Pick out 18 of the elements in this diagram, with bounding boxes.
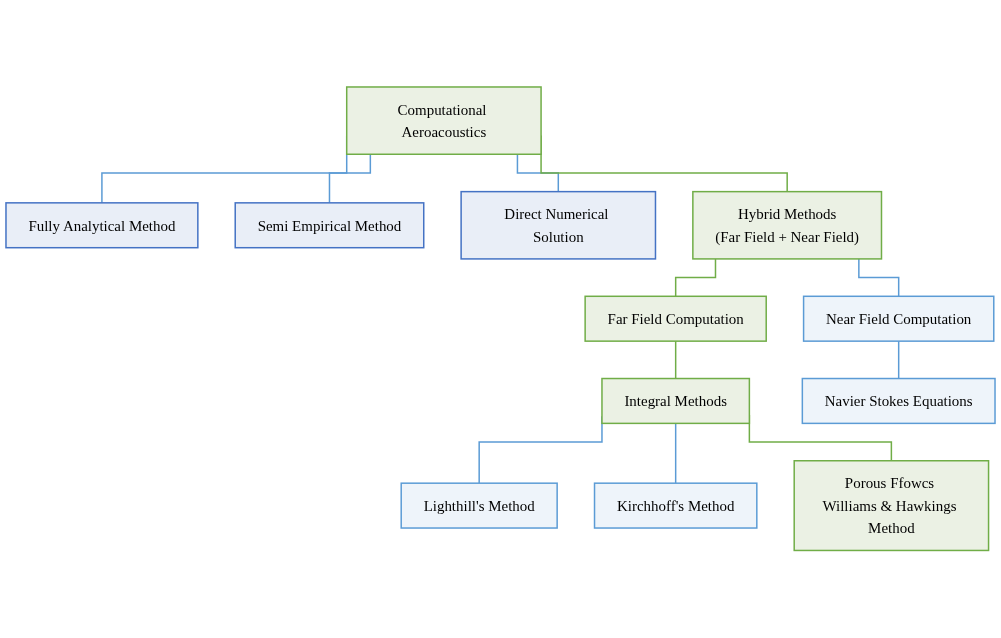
node-box: Integral Methods — [601, 378, 751, 425]
node-box: Navier Stokes Equations — [801, 378, 996, 425]
node-box: Near Field Computation — [802, 295, 995, 343]
connector — [674, 340, 677, 380]
connector — [674, 422, 677, 485]
node-box: Computational Aeroacoustics — [345, 86, 542, 156]
node-box: Fully Analytical Method — [5, 202, 199, 249]
connector — [858, 258, 900, 298]
node-box: Porous Ffowcs Williams & Hawkings Method — [793, 460, 990, 552]
node-box: Direct Numerical Solution — [460, 191, 657, 260]
connector — [674, 258, 717, 298]
connector — [897, 340, 900, 380]
connector — [328, 153, 372, 204]
node-box: Kirchhoff's Method — [593, 482, 758, 530]
node-box: Lighthill's Method — [400, 482, 558, 530]
node-box: Far Field Computation — [584, 295, 767, 343]
node-box: Hybrid Methods (Far Field + Near Field) — [692, 191, 883, 260]
node-box: Semi Empirical Method — [234, 202, 425, 249]
